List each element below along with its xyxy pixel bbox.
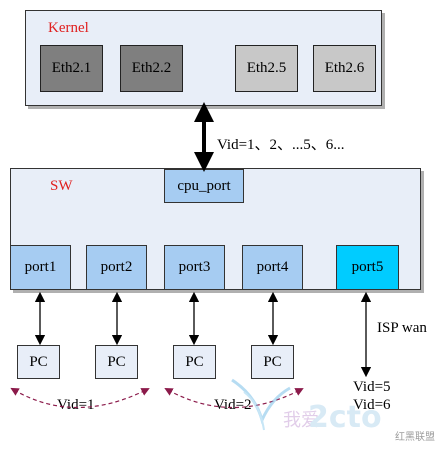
pc-3: PC [173, 345, 216, 379]
eth-2-1: Eth2.1 [40, 45, 103, 92]
watermark-logo: 我爱 2cto 红黑联盟 [231, 378, 435, 443]
pc-1: PC [17, 345, 60, 379]
vid-group-1-label: Vid=1 [57, 397, 95, 413]
port-2: port2 [86, 245, 147, 290]
vid1-arc [10, 387, 150, 409]
eth-2-6: Eth2.6 [313, 45, 376, 92]
trunk-vid-label: Vid=1、2、...5、6... [217, 137, 345, 153]
port-5: port5 [336, 245, 399, 290]
port-4: port4 [242, 245, 303, 290]
watermark-cn: 我爱 [283, 410, 319, 431]
switch-title: SW [50, 178, 73, 194]
watermark-2cto: 2cto [308, 400, 382, 435]
vid-wan-5-label: Vid=5 [353, 379, 391, 395]
vid-group-2-label: Vid=2 [214, 397, 252, 413]
isp-wan-label: ISP wan [377, 320, 427, 336]
pc-2: PC [95, 345, 138, 379]
eth-2-2: Eth2.2 [120, 45, 183, 92]
port-1: port1 [10, 245, 71, 290]
port-3: port3 [164, 245, 225, 290]
kernel-title: Kernel [48, 20, 89, 36]
vid-wan-6-label: Vid=6 [353, 397, 391, 413]
pc-4: PC [251, 345, 294, 379]
vid2-arc [164, 387, 304, 409]
eth-2-5: Eth2.5 [235, 45, 298, 92]
watermark-cn2: 红黑联盟 [395, 430, 435, 443]
